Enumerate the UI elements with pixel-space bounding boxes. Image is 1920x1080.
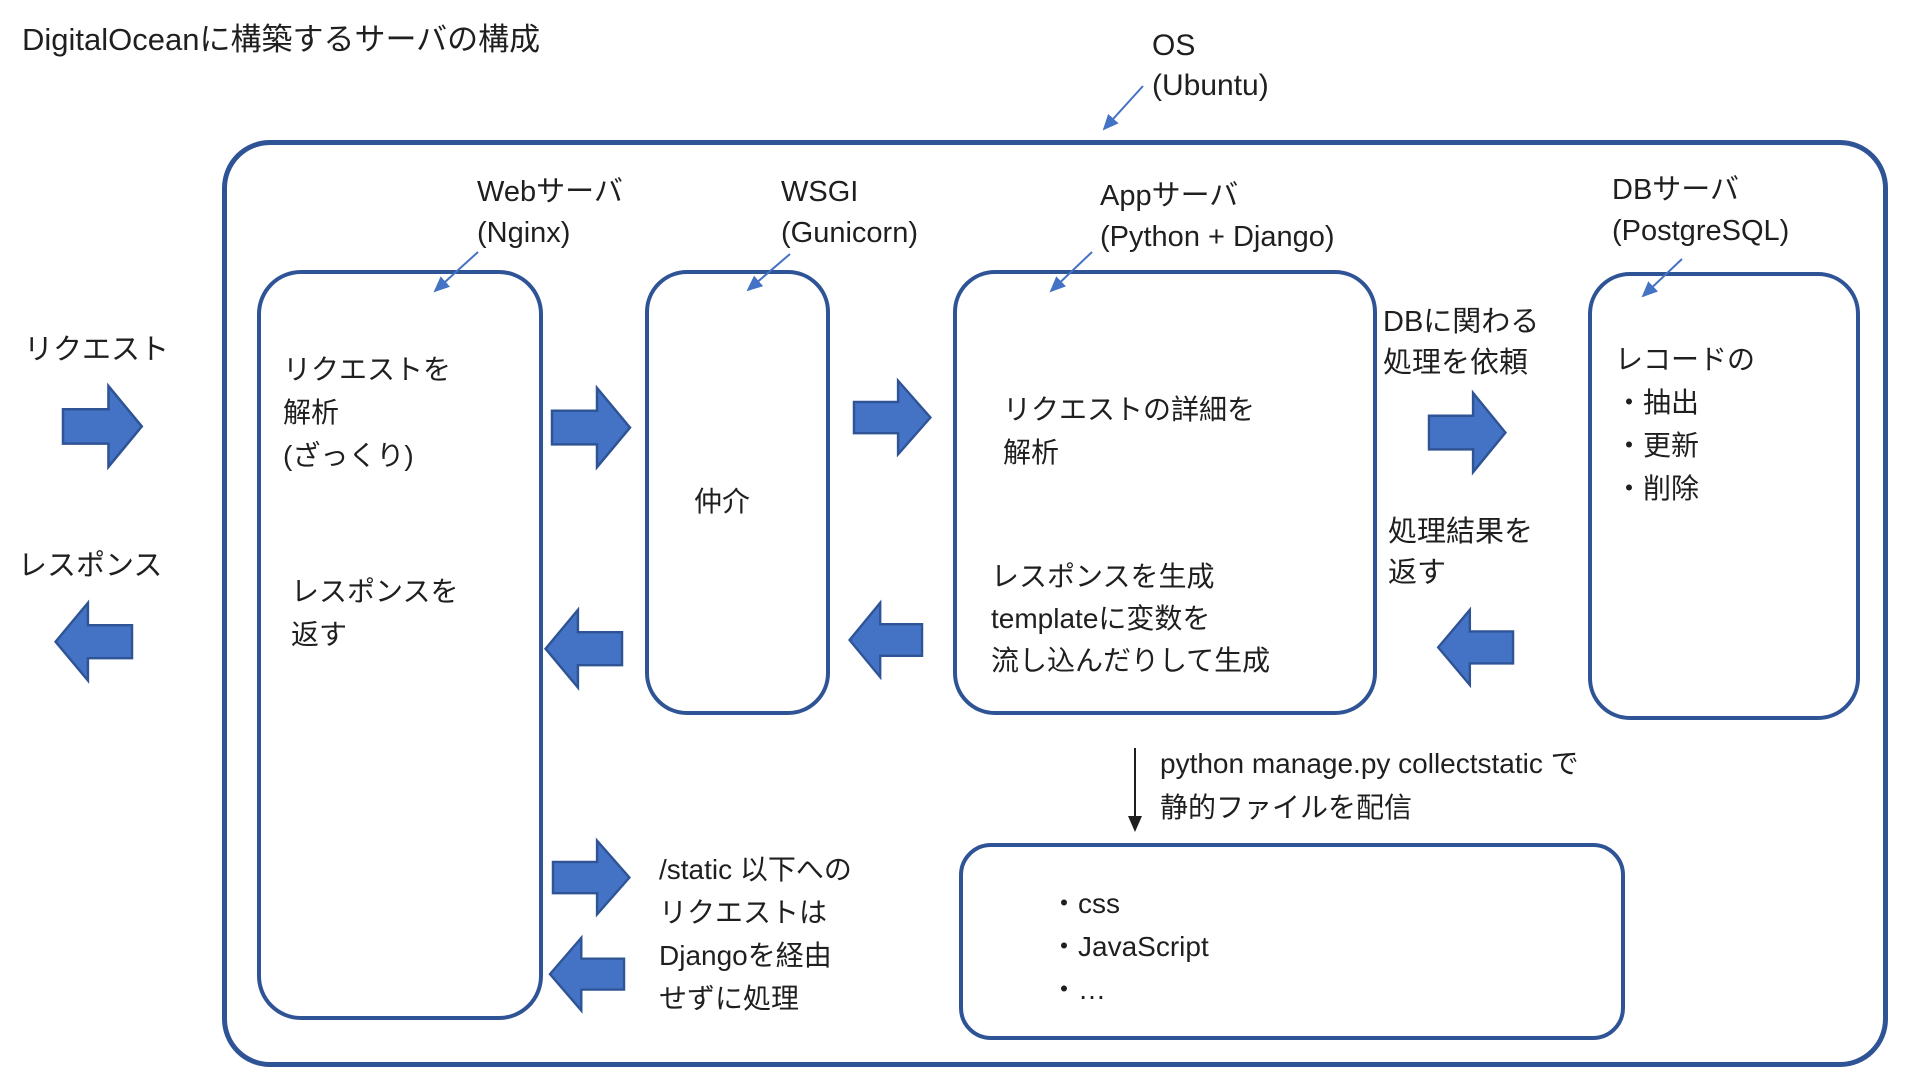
wsgi-box-text: 仲介 — [694, 486, 751, 517]
app-box-top-text: リクエストの詳細を 解析 — [1003, 394, 1256, 468]
wsgi-box — [645, 270, 830, 715]
web-server-box — [257, 270, 543, 1020]
os-label: OS (Ubuntu) — [1152, 29, 1269, 102]
db-server-label: DBサーバ (PostgreSQL) — [1612, 174, 1790, 247]
app-box-bottom-text: レスポンスを生成 templateに変数を 流し込んだりして生成 — [991, 561, 1271, 676]
static-route-note: /static 以下への リクエストは Djangoを経由 せずに処理 — [659, 854, 852, 1014]
app-server-label: Appサーバ (Python + Django) — [1100, 180, 1335, 253]
page-title: DigitalOceanに構築するサーバの構成 — [22, 22, 541, 57]
response-left-arrow — [54, 601, 134, 682]
response-label: レスポンス — [18, 550, 163, 582]
app-server-box — [953, 270, 1377, 715]
static-files-box — [959, 843, 1625, 1040]
static-box-items: ・css ・JavaScript ・… — [1050, 888, 1209, 1005]
collectstatic-note: python manage.py collectstatic で 静的ファイルを… — [1160, 748, 1579, 823]
os-connector-arrow — [1102, 85, 1144, 131]
web-box-top-text: リクエストを 解析 (ざっくり) — [283, 354, 452, 471]
db-request-note: DBに関わる 処理を依頼 — [1383, 306, 1540, 379]
db-server-box — [1588, 272, 1860, 720]
db-response-note: 処理結果を 返す — [1388, 516, 1534, 589]
web-server-label: Webサーバ (Nginx) — [477, 176, 623, 249]
db-box-text: レコードの ・抽出 ・更新 ・削除 — [1615, 344, 1756, 504]
web-box-bottom-text: レスポンスを 返す — [291, 576, 459, 650]
request-label: リクエスト — [24, 334, 170, 366]
os-container-box — [222, 140, 1888, 1067]
request-right-arrow — [61, 384, 144, 469]
wsgi-label: WSGI (Gunicorn) — [781, 176, 918, 249]
